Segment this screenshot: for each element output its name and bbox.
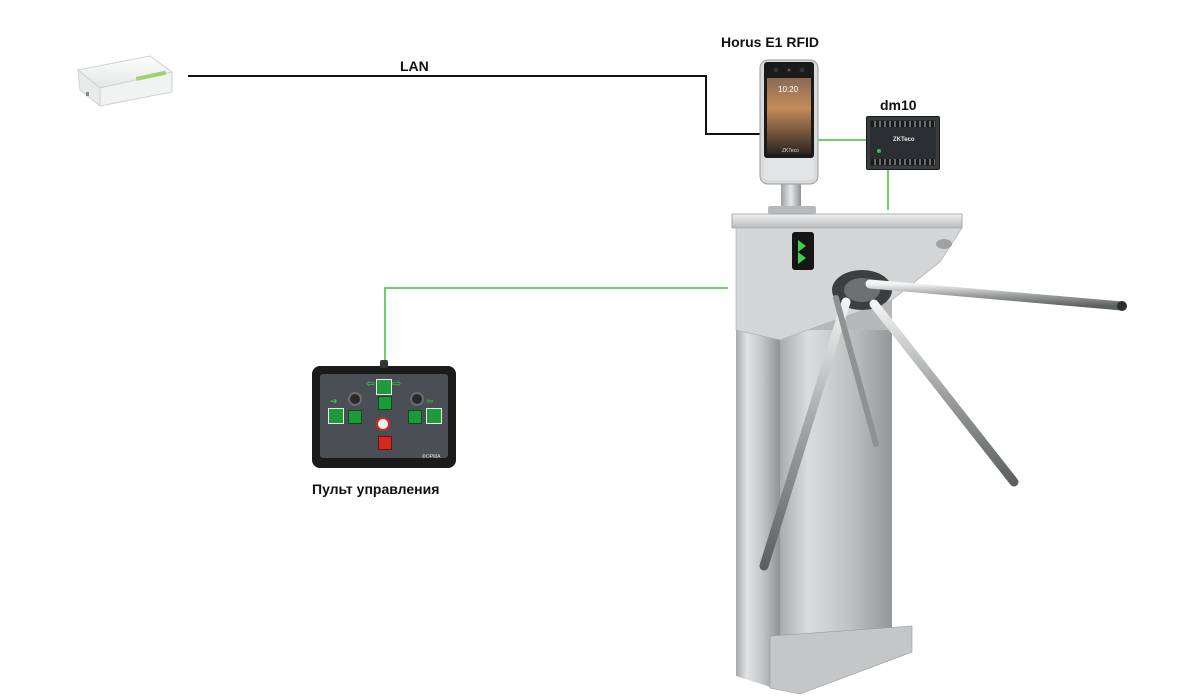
controller-led-icon [877, 149, 881, 153]
pedestrian-left-icon [328, 408, 344, 424]
remote-brand: ФОРМА [422, 454, 441, 460]
controller-brand: ZKTeco [893, 137, 915, 143]
pedestrian-right-icon [426, 408, 442, 424]
stop-button[interactable] [378, 436, 392, 450]
open-left-button[interactable] [348, 410, 362, 424]
no-entry-icon [376, 417, 390, 431]
controller-terminal-strip [871, 121, 935, 127]
arrow-left-small-icon: ➔ [330, 396, 338, 406]
lan-cable-line [188, 75, 760, 135]
dm10-controller: ZKTeco [866, 116, 940, 170]
controller-terminal-strip-bottom [871, 159, 935, 165]
open-right-button[interactable] [408, 410, 422, 424]
remote-label: Пульт управления [312, 481, 440, 497]
terminal-label: Horus E1 RFID [721, 34, 820, 50]
arrow-right-small-icon: ⇦ [426, 396, 434, 406]
controller-label: dm10 [880, 97, 917, 113]
left-indicator-knob [348, 392, 362, 406]
arrow-left-icon: ⇦ [366, 378, 376, 390]
arrow-right-icon: ⇨ [392, 378, 402, 390]
turnstile-remote-line [384, 287, 728, 362]
remote-control-panel: ⇦ ⇨ ➔ ⇦ ФОРМА [312, 360, 456, 468]
remote-cable-connector [380, 360, 388, 368]
svg-text:ZKTeco: ZKTeco [782, 148, 799, 154]
open-both-button[interactable] [378, 396, 392, 410]
pedestrian-both-ways-icon [376, 379, 392, 395]
lan-label: LAN [400, 58, 429, 74]
terminal-screen-time: 10:20 [778, 85, 799, 94]
right-indicator-knob [410, 392, 424, 406]
